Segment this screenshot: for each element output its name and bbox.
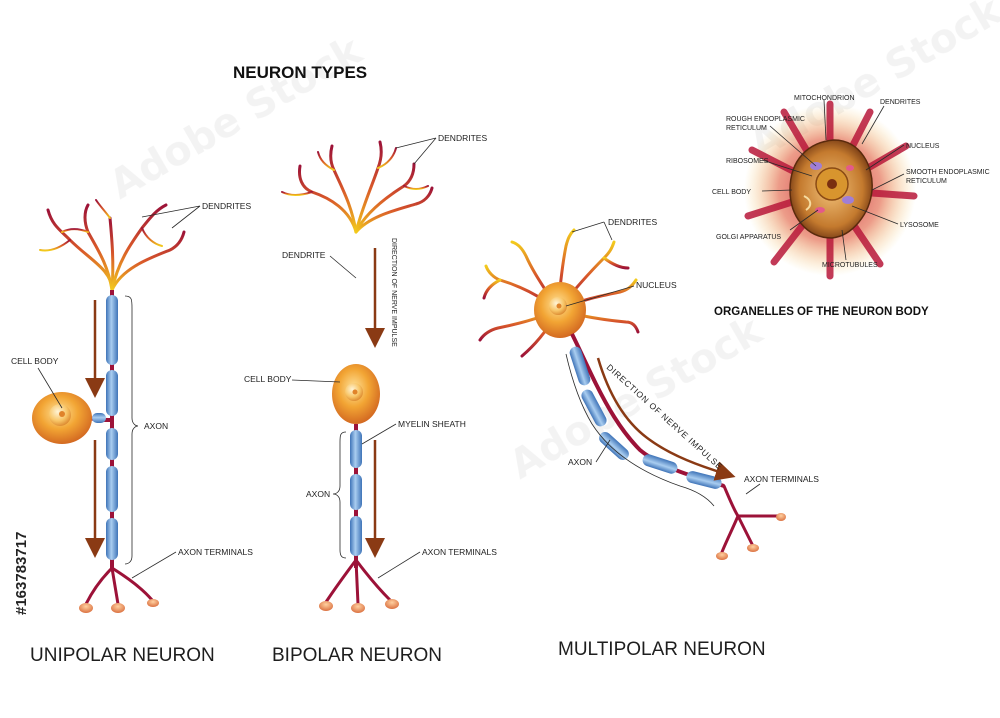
bipolar-dendrite-label: DENDRITE [282, 250, 326, 260]
organelle-ribosomes-label: RIBOSOMES [726, 158, 769, 165]
unipolar-cell-body-leader [37, 367, 63, 409]
organelle-microtubules-label: MICROTUBULES [822, 262, 878, 269]
organelle-mitochondrion-label: MITOCHONDRION [794, 95, 855, 102]
unipolar-dendrites-label: DENDRITES [202, 201, 251, 211]
multipolar-axon-terminals-leader [745, 483, 761, 495]
multipolar-axon-leader [595, 439, 611, 463]
organelles-title: ORGANELLES OF THE NEURON BODY [714, 306, 929, 318]
unipolar-axon-terminals-leader [131, 551, 177, 579]
unipolar-axon-terminals-label: AXON TERMINALS [178, 547, 253, 557]
multipolar-myelin-sheath [569, 346, 722, 489]
unipolar-axon-label: AXON [144, 421, 168, 431]
multipolar-nucleus-label: NUCLEUS [636, 280, 677, 290]
multipolar-nucleus-leader [565, 285, 635, 307]
stock-id: #163783717 [13, 532, 30, 615]
bipolar-myelin-label: MYELIN SHEATH [398, 419, 466, 429]
bipolar-dendrites-label: DENDRITES [438, 133, 487, 143]
page-title: NEURON TYPES [233, 63, 367, 82]
organelle-lysosome-label: LYSOSOME [900, 222, 939, 229]
bipolar-axon-terminals-leader [377, 551, 421, 579]
unipolar-axon-terminals [84, 566, 154, 606]
unipolar-dendrites-leader [141, 205, 201, 229]
bipolar-direction-label: DIRECTION OF NERVE IMPULSE [390, 238, 397, 347]
bipolar-myelin-leader [361, 423, 397, 445]
organelle-golgi-label: GOLGI APPARATUS [716, 234, 781, 241]
bipolar-axon-terminals [324, 558, 392, 606]
bipolar-axon-terminals-label: AXON TERMINALS [422, 547, 497, 557]
unipolar-neuron-illustration [32, 199, 186, 613]
organelle-nucleus-label: NUCLEUS [906, 143, 940, 150]
multipolar-dendrites-label: DENDRITES [608, 217, 657, 227]
bipolar-dendrite-leader [329, 255, 357, 279]
multipolar-axon-terminals-label: AXON TERMINALS [744, 474, 819, 484]
bipolar-myelin-sheath [350, 430, 362, 556]
multipolar-neuron-name: MULTIPOLAR NEURON [558, 639, 766, 660]
organelle-smooth-er-label-2: RETICULUM [906, 178, 947, 185]
bipolar-axon-label: AXON [306, 489, 330, 499]
bipolar-neuron-name: BIPOLAR NEURON [272, 645, 442, 666]
multipolar-dendrites-leader [571, 221, 613, 241]
unipolar-neuron-name: UNIPOLAR NEURON [30, 645, 215, 666]
unipolar-myelin-sheath [106, 295, 118, 560]
bipolar-cell-body-label: CELL BODY [244, 374, 292, 384]
organelle-leaders [761, 99, 905, 261]
organelle-smooth-er-label-1: SMOOTH ENDOPLASMIC [906, 169, 990, 176]
organelle-dendrites-label: DENDRITES [880, 99, 921, 106]
organelle-rough-er-label-1: ROUGH ENDOPLASMIC [726, 116, 805, 123]
neuron-body-cross-section [744, 100, 918, 280]
multipolar-neuron-illustration [478, 228, 786, 560]
multipolar-axon-terminals [720, 484, 780, 554]
bipolar-cell-body-leader [291, 379, 341, 383]
svg-text:Adobe Stock: Adobe Stock [102, 27, 371, 209]
multipolar-axon-label: AXON [568, 457, 592, 467]
bipolar-neuron-illustration [281, 140, 434, 613]
bipolar-dendrites [281, 140, 434, 234]
organelle-cell-body-label: CELL BODY [712, 189, 751, 196]
bipolar-dendrites-leader [395, 137, 437, 165]
organelle-rough-er-label-2: RETICULUM [726, 125, 767, 132]
unipolar-dendrites [39, 199, 186, 292]
unipolar-cell-body-label: CELL BODY [11, 356, 59, 366]
